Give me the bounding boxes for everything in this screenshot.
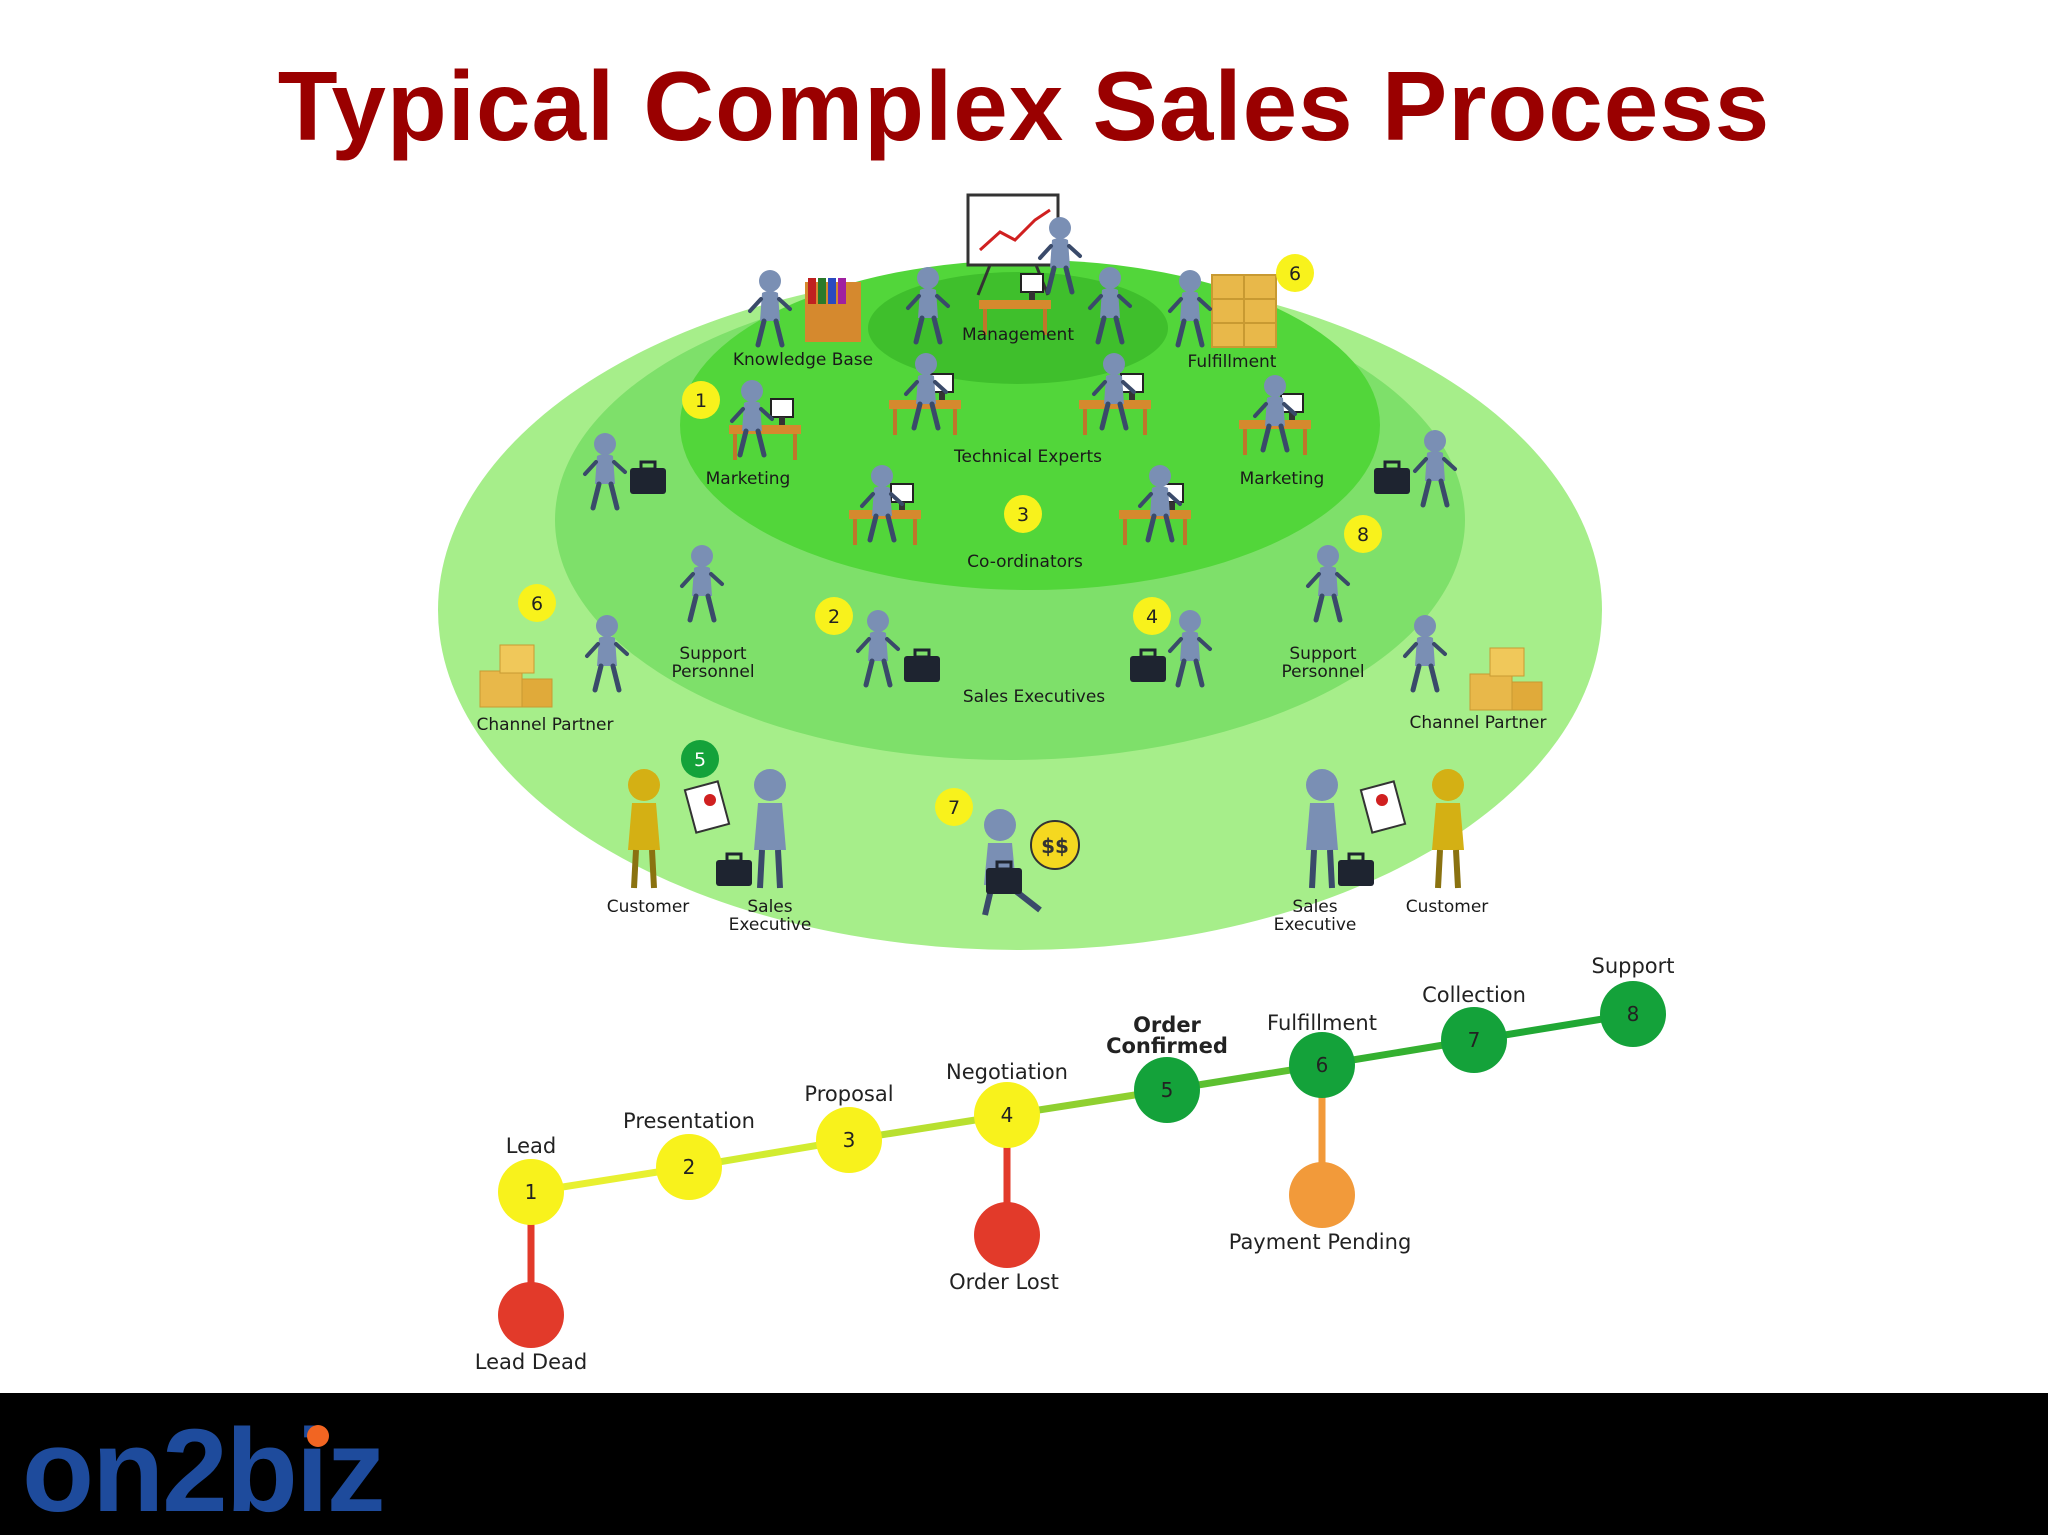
- exit-label-payment-pending: Payment Pending: [1229, 1230, 1412, 1254]
- svg-text:7: 7: [948, 797, 960, 819]
- svg-text:6: 6: [1289, 263, 1301, 285]
- exit-label-order-lost: Order Lost: [949, 1270, 1059, 1294]
- page-title: Typical Complex Sales Process: [277, 51, 1771, 161]
- svg-text:5: 5: [1161, 1078, 1174, 1102]
- stage-8-node: 8: [1600, 981, 1666, 1047]
- stage-label-support: Support: [1591, 954, 1674, 978]
- label-sales-executives: Sales Executives: [963, 687, 1105, 707]
- badge-3: 3: [1004, 495, 1042, 533]
- label-management: Management: [962, 325, 1074, 345]
- svg-text:2: 2: [828, 606, 840, 628]
- label-fulfillment: Fulfillment: [1188, 352, 1277, 372]
- stage-label-collection: Collection: [1422, 983, 1526, 1007]
- svg-text:8: 8: [1627, 1002, 1640, 1026]
- svg-text:4: 4: [1001, 1103, 1014, 1127]
- svg-text:4: 4: [1146, 606, 1158, 628]
- customer-figure: [628, 769, 660, 889]
- customer-figure: [1432, 769, 1464, 889]
- label-support-left: Support: [679, 644, 747, 664]
- svg-text:8: 8: [1357, 524, 1369, 546]
- badge-1: 1: [682, 381, 720, 419]
- label-technical-experts: Technical Experts: [953, 447, 1102, 467]
- stage-4-node: 4: [974, 1082, 1040, 1148]
- inner-ring: [680, 260, 1380, 590]
- money-bag-icon: $$: [1030, 820, 1080, 870]
- label-sales-executive-left: Sales: [747, 897, 792, 917]
- label-customer-right: Customer: [1406, 897, 1489, 917]
- svg-text:3: 3: [843, 1128, 856, 1152]
- logo: on2biz: [22, 1405, 386, 1537]
- books-icon: [805, 278, 861, 342]
- badge-5: 5: [681, 740, 719, 778]
- contract-icon: [683, 780, 731, 834]
- stage-2-node: 2: [656, 1134, 722, 1200]
- label-personnel-left: Personnel: [671, 662, 754, 682]
- stage-label-order: Order: [1133, 1013, 1201, 1037]
- svg-text:1: 1: [695, 390, 707, 412]
- svg-text:6: 6: [1316, 1053, 1329, 1077]
- label-knowledge-base: Knowledge Base: [733, 350, 873, 370]
- svg-text:6: 6: [531, 593, 543, 615]
- stage-label-proposal: Proposal: [804, 1082, 893, 1106]
- svg-text:2: 2: [683, 1155, 696, 1179]
- stage-label-negotiation: Negotiation: [946, 1060, 1068, 1084]
- badge-6-fulfillment: 6: [1276, 254, 1314, 292]
- svg-text:$$: $$: [1041, 834, 1069, 858]
- stage-7-node: 7: [1441, 1007, 1507, 1073]
- label-channel-partner-right: Channel Partner: [1410, 713, 1547, 733]
- sales-process-diagram: $$ Management Knowledge Base Fulfillment…: [438, 193, 1675, 1374]
- label-executive-left: Executive: [729, 915, 812, 935]
- contract-icon: [1359, 780, 1407, 834]
- label-sales-executive-right: Sales: [1292, 897, 1337, 917]
- label-support-right: Support: [1289, 644, 1357, 664]
- label-channel-partner-left: Channel Partner: [477, 715, 614, 735]
- payment-pending-node: [1289, 1162, 1355, 1228]
- badge-2: 2: [815, 597, 853, 635]
- svg-text:3: 3: [1017, 504, 1029, 526]
- stage-label-lead: Lead: [506, 1134, 556, 1158]
- stage-5-node: 5: [1134, 1057, 1200, 1123]
- stage-label-confirmed: Confirmed: [1106, 1034, 1228, 1058]
- order-lost-node: [974, 1202, 1040, 1268]
- label-marketing-left: Marketing: [706, 469, 791, 489]
- badge-8: 8: [1344, 515, 1382, 553]
- sales-executive-figure: [1306, 769, 1338, 889]
- svg-text:1: 1: [525, 1180, 538, 1204]
- logo-dot-icon: [307, 1425, 329, 1447]
- sales-executive-figure: [754, 769, 786, 889]
- label-customer-left: Customer: [607, 897, 690, 917]
- warehouse-icon: [1211, 274, 1277, 348]
- exit-label-lead-dead: Lead Dead: [475, 1350, 587, 1374]
- svg-text:5: 5: [694, 749, 706, 771]
- label-marketing-right: Marketing: [1240, 469, 1325, 489]
- label-executive-right: Executive: [1274, 915, 1357, 935]
- badge-6-channel: 6: [518, 584, 556, 622]
- footer-bar: [0, 1393, 2048, 1535]
- label-personnel-right: Personnel: [1281, 662, 1364, 682]
- badge-4: 4: [1133, 597, 1171, 635]
- badge-7: 7: [935, 788, 973, 826]
- stage-6-node: 6: [1289, 1032, 1355, 1098]
- svg-text:7: 7: [1468, 1028, 1481, 1052]
- stage-3-node: 3: [816, 1107, 882, 1173]
- lead-dead-node: [498, 1282, 564, 1348]
- stage-label-fulfillment: Fulfillment: [1267, 1011, 1377, 1035]
- label-coordinators: Co-ordinators: [967, 552, 1083, 572]
- stage-label-presentation: Presentation: [623, 1109, 755, 1133]
- stage-1-node: 1: [498, 1159, 564, 1225]
